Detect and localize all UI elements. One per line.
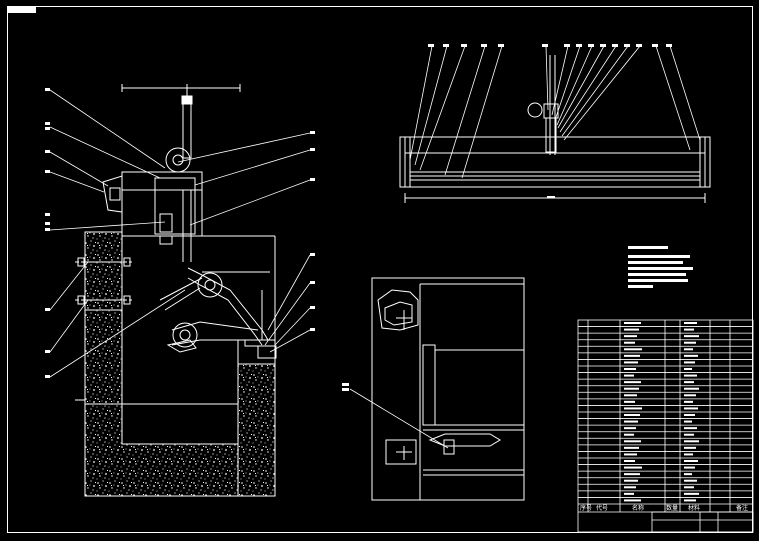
parts-row-glyph [684,400,693,403]
parts-row-glyph [684,407,698,410]
parts-row-glyph [684,328,694,331]
header-seq: 序号 [580,504,592,512]
parts-row-glyph [684,368,692,370]
parts-row-glyph [624,479,638,482]
lower-sprocket [172,322,198,348]
parts-row-glyph [684,420,692,423]
header-material: 材料 [688,504,700,512]
parts-row-glyph [624,453,637,456]
parts-row-glyph [624,433,634,436]
parts-row-glyph [684,335,699,338]
parts-row-glyph [624,400,635,403]
motor-column [182,95,192,159]
parts-row-glyph [684,492,699,495]
parts-row-glyph [624,473,640,476]
parts-row-glyph [684,394,696,397]
parts-row-glyph [684,322,697,324]
parts-row-glyph [684,479,697,482]
parts-row-glyph [624,499,641,502]
parts-row-glyph [624,446,639,449]
parts-row-glyph [624,387,639,390]
parts-row-glyph [684,374,697,377]
parts-row-glyph [624,328,639,331]
parts-row-glyph [624,335,637,338]
detail-section-view [342,277,525,501]
gearbox-housing [121,171,203,237]
parts-row-glyph [624,440,641,443]
parts-row-glyph [684,387,699,390]
concrete-wall-right [237,339,276,497]
parts-row-glyph [624,394,637,397]
parts-row-glyph [684,348,693,351]
parts-row-glyph [684,361,695,364]
parts-row-glyph [624,407,642,410]
parts-row-glyph [684,354,698,357]
drawing-frame [7,6,753,533]
top-elevation-view [399,44,711,203]
upper-sprocket [197,272,223,298]
parts-row-glyph [624,414,640,416]
parts-row-glyph [624,466,642,469]
parts-row-glyph [684,466,695,469]
parts-row-glyph [624,492,634,495]
parts-row-glyph [684,446,696,449]
parts-row-glyph [684,381,694,384]
parts-row-glyph [684,499,696,502]
parts-row-glyph [684,341,696,344]
parts-row-glyph [684,440,699,443]
technical-notes [628,246,693,288]
parts-row-glyph [624,348,642,351]
parts-row-glyph [624,427,636,430]
parts-row-glyph [624,341,635,344]
parts-row-glyph [624,354,640,357]
parts-row-glyph [624,420,638,423]
parts-row-glyph [624,361,638,364]
parts-row-glyph [684,473,692,476]
parts-row-glyph [684,433,694,436]
header-code: 代号 [596,504,608,512]
parts-row-glyph [624,374,634,377]
parts-row-glyph [624,368,636,370]
motor-wheel [165,147,191,173]
title-block-header: 序号 代号 名称 数量 材料 备注 [580,504,748,512]
parts-list-table [577,319,754,533]
main-section-view [45,84,315,497]
parts-row-glyph [624,486,636,489]
parts-row-glyph [684,427,697,430]
parts-row-glyph [684,453,693,456]
parts-row-glyph [624,460,635,462]
mast-motor [527,102,543,118]
parts-row-glyph [684,486,694,489]
parts-row-glyph [684,460,698,462]
header-remark: 备注 [736,504,748,512]
parts-row-glyph [624,322,641,324]
header-qty: 数量 [666,504,678,512]
header-name: 名称 [632,504,644,512]
parts-row-glyph [624,381,641,384]
parts-row-glyph [684,414,695,416]
